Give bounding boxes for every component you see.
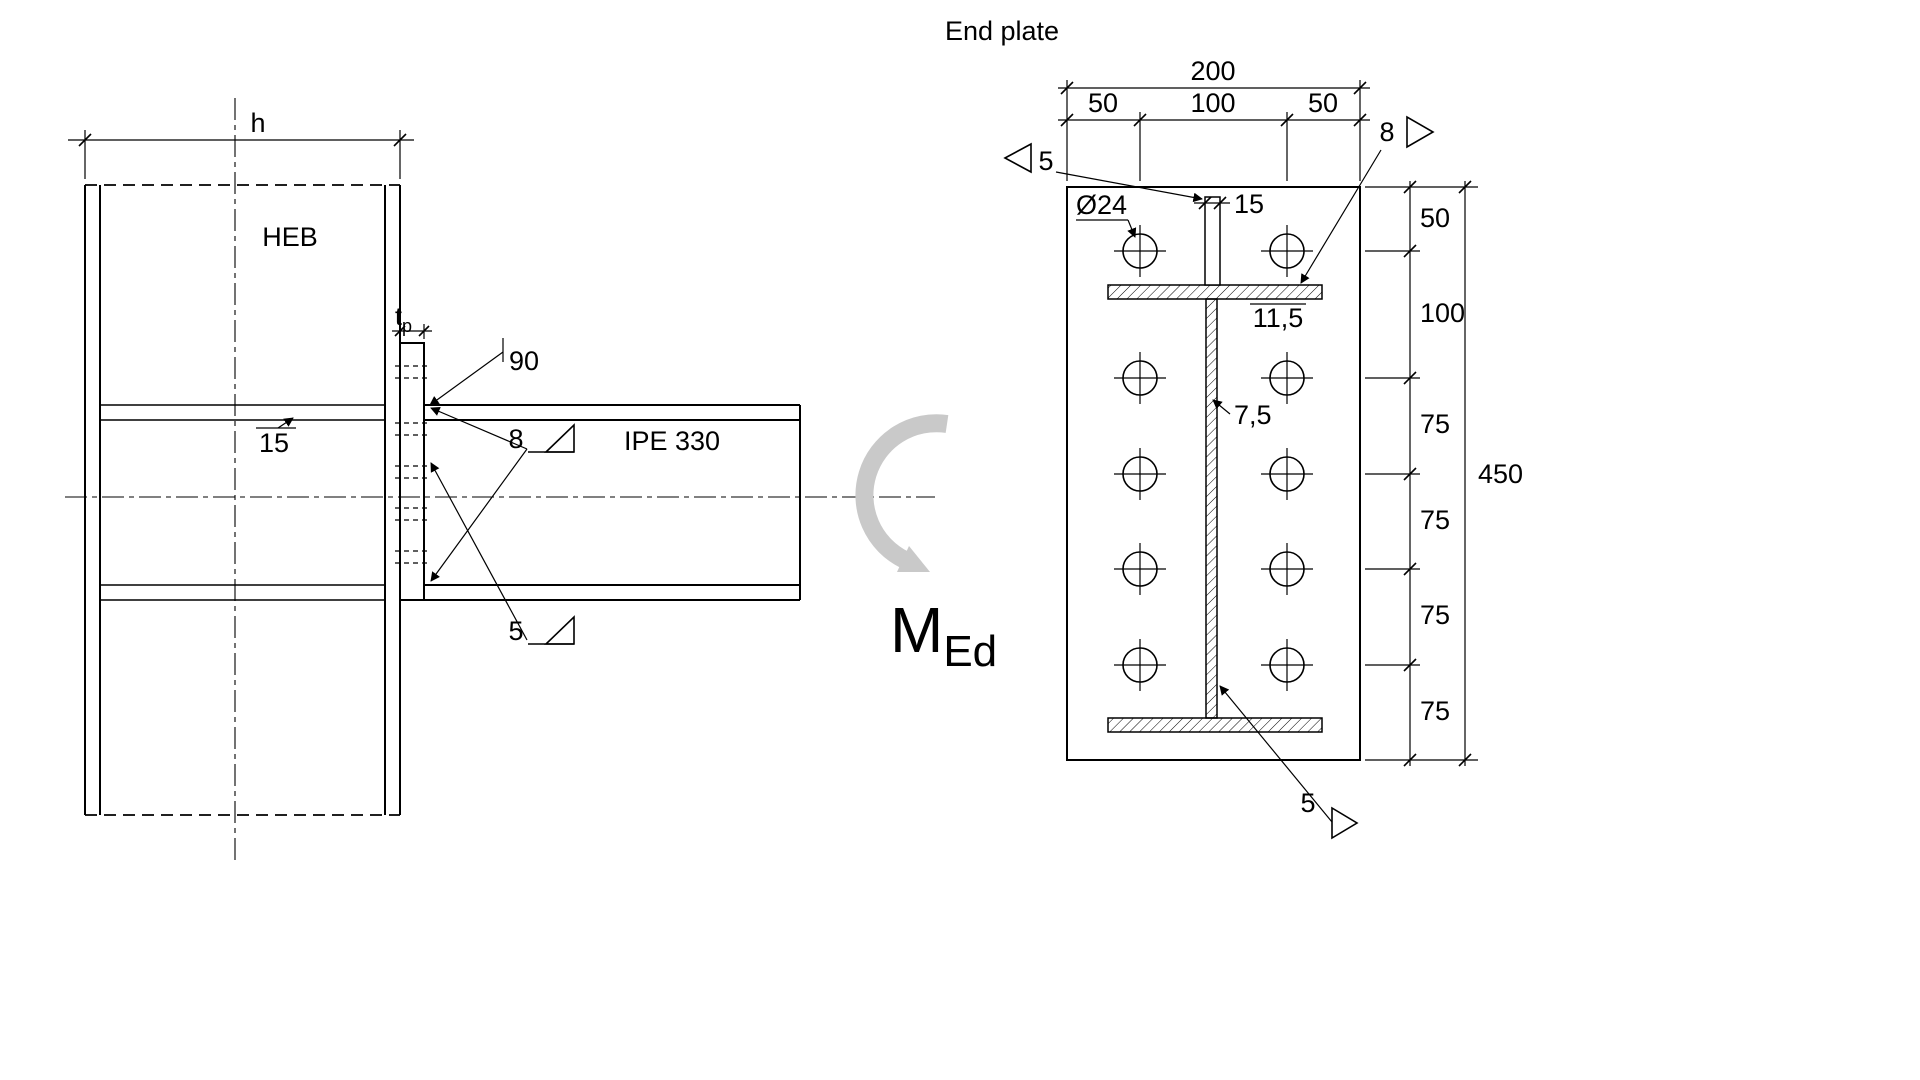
web-weld-label: 5 [508,616,523,646]
moment-symbol: M [890,594,943,666]
bolt-hole [1261,543,1313,595]
dim-plate-height-chain: 50 100 75 75 75 75 [1365,180,1478,767]
column-outline [84,184,401,816]
height-segment-label: 75 [1420,409,1450,439]
height-segment-label: 75 [1420,696,1450,726]
moment-subscript: Ed [943,627,997,676]
height-segment-label: 75 [1420,505,1450,535]
bolt-hole [1114,448,1166,500]
height-segment-label: 75 [1420,600,1450,630]
width-segment-label: 50 [1308,88,1338,118]
side-view: h HEB 15 tp 90 8 [65,98,997,862]
dim-stiffener-thickness: 15 [256,417,296,458]
dim-plate-width: 200 50 100 50 [1058,56,1370,181]
bolt-hole [1261,225,1313,277]
overall-width-label: 200 [1190,56,1235,86]
weld-flange-label: 8 [1379,117,1394,147]
bolt-holes [1114,225,1313,691]
column-width-label: h [250,108,265,138]
plate-outline [1066,186,1361,761]
weld-callout-left: 5 [1003,142,1203,203]
height-segment-label: 100 [1420,298,1465,328]
web-weld-callout: 5 [430,462,575,646]
flange-weld-label: 8 [508,424,523,454]
bolt-hole [1114,639,1166,691]
bolt-hole [1261,352,1313,404]
fillet-weld-icon [1331,806,1359,840]
hidden-bolt-lines [395,365,429,564]
fillet-weld-icon [544,615,575,645]
plate-thickness-subscript: p [402,316,412,336]
bolt-hole [1114,352,1166,404]
weld-web-label: 5 [1300,788,1315,818]
end-plate-view: End plate [945,16,1523,840]
fillet-weld-icon [544,423,575,453]
dim-plate-height-overall: 450 [1458,180,1523,767]
beam-section [1107,196,1323,733]
plate-projection-label: 90 [509,346,539,376]
hole-diameter-label: Ø24 [1076,190,1127,220]
moment-arrowhead-icon [897,546,930,572]
dim-flange-thickness: 11,5 [1250,303,1306,333]
moment-label: MEd [890,594,997,676]
dim-web-thickness: 7,5 [1212,399,1272,430]
weld-callout-web: 5 [1219,685,1359,840]
dim-plate-projection: 90 [429,338,539,406]
view-title: End plate [945,16,1059,46]
bolt-hole [1261,448,1313,500]
overall-height-label: 450 [1478,459,1523,489]
moment-arc [855,414,949,569]
fillet-weld-icon [1003,142,1032,174]
weld-left-label: 5 [1038,146,1053,176]
dim-tab-width: 15 [1194,189,1264,219]
bolt-hole [1114,543,1166,595]
flange-thickness-label: 11,5 [1253,303,1304,333]
width-segment-label: 100 [1190,88,1235,118]
fillet-weld-icon [1406,115,1435,149]
hole-diameter-callout: Ø24 [1076,190,1137,238]
web-tab [1204,196,1221,286]
bolt-hole [1261,639,1313,691]
dim-column-width: h [68,108,414,179]
bolt-hole [1114,225,1166,277]
beam-label: IPE 330 [624,426,720,456]
beam-outline [424,404,801,601]
plate-thickness-symbol: t [395,303,402,331]
flange-weld-callout: 8 [430,406,575,582]
web-section [1205,298,1218,719]
width-segment-label: 50 [1088,88,1118,118]
moment-arrow [855,414,949,572]
column-stiffener-lines [100,404,385,601]
end-plate-edge [399,342,425,601]
stiffener-thickness-label: 15 [259,428,289,458]
web-thickness-label: 7,5 [1234,400,1272,430]
plate-thickness-label: tp [395,303,412,336]
weld-callout-flange: 8 [1300,115,1435,284]
dim-plate-thickness: tp [392,303,432,339]
height-segment-label: 50 [1420,203,1450,233]
tab-width-label: 15 [1234,189,1264,219]
bottom-flange-section [1107,717,1323,733]
column-label: HEB [262,222,318,252]
top-flange-section [1107,284,1323,300]
